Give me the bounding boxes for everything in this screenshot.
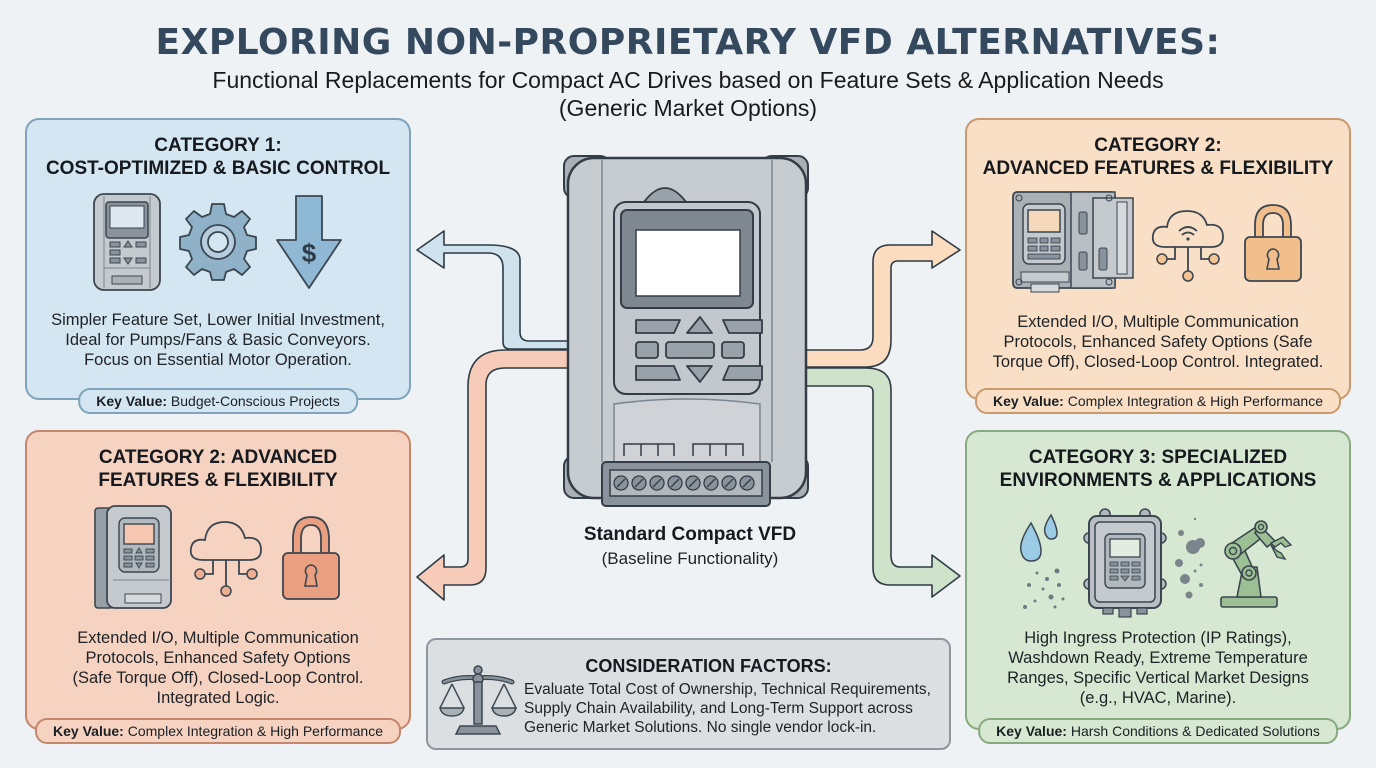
- category-3-key-value: Key Value: Harsh Conditions & Dedicated …: [978, 718, 1338, 744]
- category-3-icons: [967, 508, 1349, 618]
- arrow-to-category-2-right: [805, 230, 961, 368]
- category-2-left-icons: [27, 504, 409, 612]
- desc-line: (e.g., HVAC, Marine).: [1079, 689, 1237, 707]
- category-3-title-line-1: CATEGORY 3: SPECIALIZED: [1028, 447, 1288, 468]
- compact-vfd-icon: [93, 193, 161, 291]
- standard-compact-vfd-illustration: [563, 155, 809, 507]
- category-2-left-description: Extended I/O, Multiple Communication Pro…: [27, 628, 409, 708]
- sealed-enclosure-vfd-icon: [1083, 508, 1167, 618]
- desc-line: Supply Chain Availability, and Long-Term…: [524, 700, 913, 717]
- cloud-network-icon: [189, 521, 262, 597]
- desc-line: Simpler Feature Set, Lower Initial Inves…: [51, 311, 385, 329]
- page-title: EXPLORING NON-PROPRIETARY VFD ALTERNATIV…: [155, 22, 1221, 63]
- desc-line: Washdown Ready, Extreme Temperature: [1008, 649, 1308, 667]
- category-1-key-value: Key Value: Budget-Conscious Projects: [78, 388, 358, 414]
- desc-line: Generic Market Solutions. No single vend…: [524, 719, 877, 736]
- category-2-right-title: CATEGORY 2: ADVANCED FEATURES & FLEXIBIL…: [967, 134, 1349, 180]
- category-1-title: CATEGORY 1: COST-OPTIMIZED & BASIC CONTR…: [27, 134, 409, 180]
- arrow-to-category-2-left: [416, 349, 571, 601]
- compact-vfd-icon: [94, 505, 172, 609]
- key-value-text: Complex Integration & High Performance: [1067, 393, 1323, 409]
- modular-vfd-icon: [1012, 191, 1134, 293]
- padlock-icon: [282, 516, 340, 600]
- category-2-right-panel: CATEGORY 2: ADVANCED FEATURES & FLEXIBIL…: [965, 118, 1351, 414]
- desc-line: Extended I/O, Multiple Communication: [1017, 313, 1299, 331]
- center-vfd-title: Standard Compact VFD: [583, 524, 797, 545]
- desc-line: Protocols, Enhanced Safety Options (Safe: [1003, 333, 1313, 351]
- consideration-factors-box: CONSIDERATION FACTORS: Evaluate Total Co…: [426, 638, 951, 750]
- category-2-left-title: CATEGORY 2: ADVANCED FEATURES & FLEXIBIL…: [27, 446, 409, 492]
- desc-line: Focus on Essential Motor Operation.: [84, 351, 352, 369]
- subtitle-line-2: (Generic Market Options): [558, 95, 818, 121]
- desc-line: Ideal for Pumps/Fans & Basic Conveyors.: [65, 331, 371, 349]
- category-2-right-title-line-1: CATEGORY 2:: [1094, 135, 1222, 156]
- desc-line: Ranges, Specific Vertical Market Designs: [1007, 669, 1309, 687]
- desc-line: Evaluate Total Cost of Ownership, Techni…: [524, 681, 931, 698]
- category-2-left-panel: CATEGORY 2: ADVANCED FEATURES & FLEXIBIL…: [25, 430, 411, 744]
- subtitle-line-1: Functional Replacements for Compact AC D…: [212, 67, 1164, 93]
- desc-line: Integrated Logic.: [156, 689, 280, 707]
- gear-icon: [179, 203, 257, 281]
- category-2-left-key-value: Key Value: Complex Integration & High Pe…: [35, 718, 401, 744]
- key-value-label: Key Value:: [96, 393, 168, 409]
- svg-text:$: $: [302, 238, 317, 268]
- padlock-icon: [1244, 204, 1302, 282]
- page-subtitle: Functional Replacements for Compact AC D…: [0, 66, 1376, 122]
- category-1-description: Simpler Feature Set, Lower Initial Inves…: [27, 310, 409, 370]
- category-1-icons: $: [27, 192, 409, 292]
- robotic-arm-icon: [1220, 520, 1293, 608]
- category-2-left-title-line-2: FEATURES & FLEXIBILITY: [98, 470, 338, 491]
- key-value-text: Complex Integration & High Performance: [127, 723, 383, 739]
- category-2-right-title-line-2: ADVANCED FEATURES & FLEXIBILITY: [982, 158, 1334, 179]
- category-2-right-key-value: Key Value: Complex Integration & High Pe…: [975, 388, 1341, 414]
- category-2-left-title-line-1: CATEGORY 2: ADVANCED: [98, 447, 338, 468]
- center-vfd-label: Standard Compact VFD (Baseline Functiona…: [540, 524, 840, 569]
- arrow-to-category-3: [805, 367, 961, 598]
- desc-line: Protocols, Enhanced Safety Options: [85, 649, 351, 667]
- key-value-label: Key Value:: [996, 723, 1067, 739]
- category-1-title-line-1: CATEGORY 1:: [154, 135, 282, 156]
- category-3-description: High Ingress Protection (IP Ratings), Wa…: [967, 628, 1349, 708]
- desc-line: Torque Off), Closed-Loop Control. Integr…: [992, 353, 1324, 371]
- category-3-panel: CATEGORY 3: SPECIALIZED ENVIRONMENTS & A…: [965, 430, 1351, 744]
- category-3-title-line-2: ENVIRONMENTS & APPLICATIONS: [999, 470, 1317, 491]
- key-value-text: Harsh Conditions & Dedicated Solutions: [1070, 723, 1320, 739]
- center-vfd-subtitle: (Baseline Functionality): [601, 549, 779, 568]
- category-2-right-description: Extended I/O, Multiple Communication Pro…: [967, 312, 1349, 372]
- desc-line: (Safe Torque Off), Closed-Loop Control.: [72, 669, 364, 687]
- key-value-label: Key Value:: [993, 393, 1064, 409]
- cloud-network-icon: [1151, 210, 1224, 282]
- consideration-factors-description: Evaluate Total Cost of Ownership, Techni…: [524, 680, 949, 737]
- balance-scale-icon: [439, 665, 517, 735]
- category-3-title: CATEGORY 3: SPECIALIZED ENVIRONMENTS & A…: [967, 446, 1349, 492]
- category-2-right-icons: [967, 188, 1349, 298]
- water-drops-icon: [1019, 513, 1065, 609]
- key-value-label: Key Value:: [53, 723, 124, 739]
- cost-down-arrow-icon: $: [276, 195, 342, 289]
- dust-particles-icon: [1175, 517, 1205, 599]
- desc-line: High Ingress Protection (IP Ratings),: [1024, 629, 1292, 647]
- arrow-to-category-1: [416, 230, 571, 350]
- category-1-panel: CATEGORY 1: COST-OPTIMIZED & BASIC CONTR…: [25, 118, 411, 414]
- category-1-title-line-2: COST-OPTIMIZED & BASIC CONTROL: [45, 158, 391, 179]
- desc-line: Extended I/O, Multiple Communication: [77, 629, 359, 647]
- consideration-factors-title: CONSIDERATION FACTORS:: [585, 656, 832, 676]
- key-value-text: Budget-Conscious Projects: [170, 393, 340, 409]
